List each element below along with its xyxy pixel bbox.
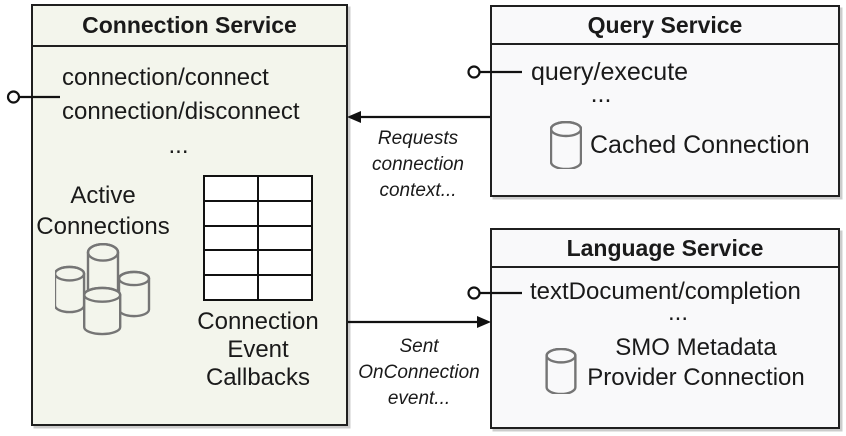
query-service-title: Query Service <box>492 7 838 45</box>
connection-service-methods: connection/connect connection/disconnect… <box>62 61 300 163</box>
method-disconnect: connection/disconnect <box>62 98 300 125</box>
grid-cell <box>259 276 311 299</box>
arrow-right-icon <box>348 316 491 328</box>
smo-metadata-connection-label: SMO Metadata Provider Connection <box>587 334 805 391</box>
grid-cell <box>205 201 257 225</box>
method-connect: connection/connect <box>62 64 269 91</box>
grid-cell <box>259 177 311 200</box>
connection-service-box: Connection Service connection/connect co… <box>31 4 348 426</box>
database-icon <box>545 348 577 394</box>
database-icon <box>550 121 582 169</box>
grid-cell <box>259 201 311 225</box>
language-service-title: Language Service <box>492 230 838 268</box>
method-textdocument-completion: textDocument/completion <box>530 278 801 305</box>
query-service-box: Query Service query/execute ... Cached C… <box>490 5 840 197</box>
grid-cell <box>259 251 311 275</box>
ellipsis-text: ... <box>168 132 189 159</box>
connection-service-title: Connection Service <box>33 6 346 47</box>
sent-onconnection-event-label: Sent OnConnection event... <box>358 336 480 409</box>
grid-cell <box>205 177 257 200</box>
grid-cell <box>205 276 257 299</box>
cached-connection-label: Cached Connection <box>590 131 810 159</box>
ellipsis-text: ... <box>667 299 688 326</box>
active-connections-label: Active Connections <box>36 182 170 240</box>
grid-cell <box>205 226 257 250</box>
requests-connection-context-label: Requests connection context... <box>372 128 464 201</box>
arrow-left-icon <box>347 111 490 123</box>
grid-cell <box>259 226 311 250</box>
database-cluster-icon <box>55 243 151 336</box>
method-query-execute: query/execute <box>531 58 689 86</box>
callback-grid-icon <box>203 175 313 301</box>
grid-cell <box>205 251 257 275</box>
connection-event-callbacks-label: Connection Event Callbacks <box>197 308 319 391</box>
language-service-box: Language Service textDocument/completion… <box>490 228 840 429</box>
ellipsis-text: ... <box>590 80 612 108</box>
